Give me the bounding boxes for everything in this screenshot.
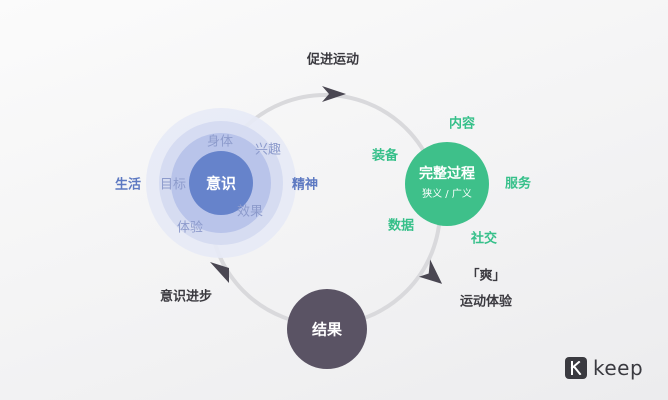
awareness-center-label: 意识 xyxy=(205,174,237,193)
ring-word-effect: 效果 xyxy=(236,204,264,220)
ring-word-experience: 体验 xyxy=(176,220,204,236)
exercise-experience-label: 运动体验 xyxy=(459,294,513,310)
top-arrow-icon xyxy=(322,86,346,102)
data-label: 数据 xyxy=(387,218,415,234)
equipment-label: 装备 xyxy=(371,148,399,164)
content-label: 内容 xyxy=(448,116,476,132)
awareness-progress-label: 意识进步 xyxy=(159,289,213,305)
process-circle xyxy=(405,142,489,226)
ring-word-body: 身体 xyxy=(206,134,234,150)
narrow-broad-label: 狭义 / 广义 xyxy=(422,189,472,200)
shuang-label: 「爽」 xyxy=(466,268,506,284)
keep-logo-text: keep xyxy=(593,356,644,380)
ring-word-goal: 目标 xyxy=(159,177,187,193)
awareness-core-circle xyxy=(189,151,253,215)
result-label: 结果 xyxy=(311,320,343,339)
keep-logo: keep xyxy=(565,356,643,380)
result-circle xyxy=(287,289,367,369)
complete-process-label: 完整过程 xyxy=(419,166,475,182)
keep-k-icon xyxy=(565,357,587,379)
service-label: 服务 xyxy=(504,176,532,192)
left-arrow-icon xyxy=(210,262,229,283)
life-label: 生活 xyxy=(114,177,142,193)
social-label: 社交 xyxy=(470,231,498,247)
spirit-label: 精神 xyxy=(291,177,319,193)
right-arrow-icon xyxy=(418,259,443,284)
promote-exercise-label: 促进运动 xyxy=(306,52,360,68)
ring-word-interest: 兴趣 xyxy=(254,142,282,158)
